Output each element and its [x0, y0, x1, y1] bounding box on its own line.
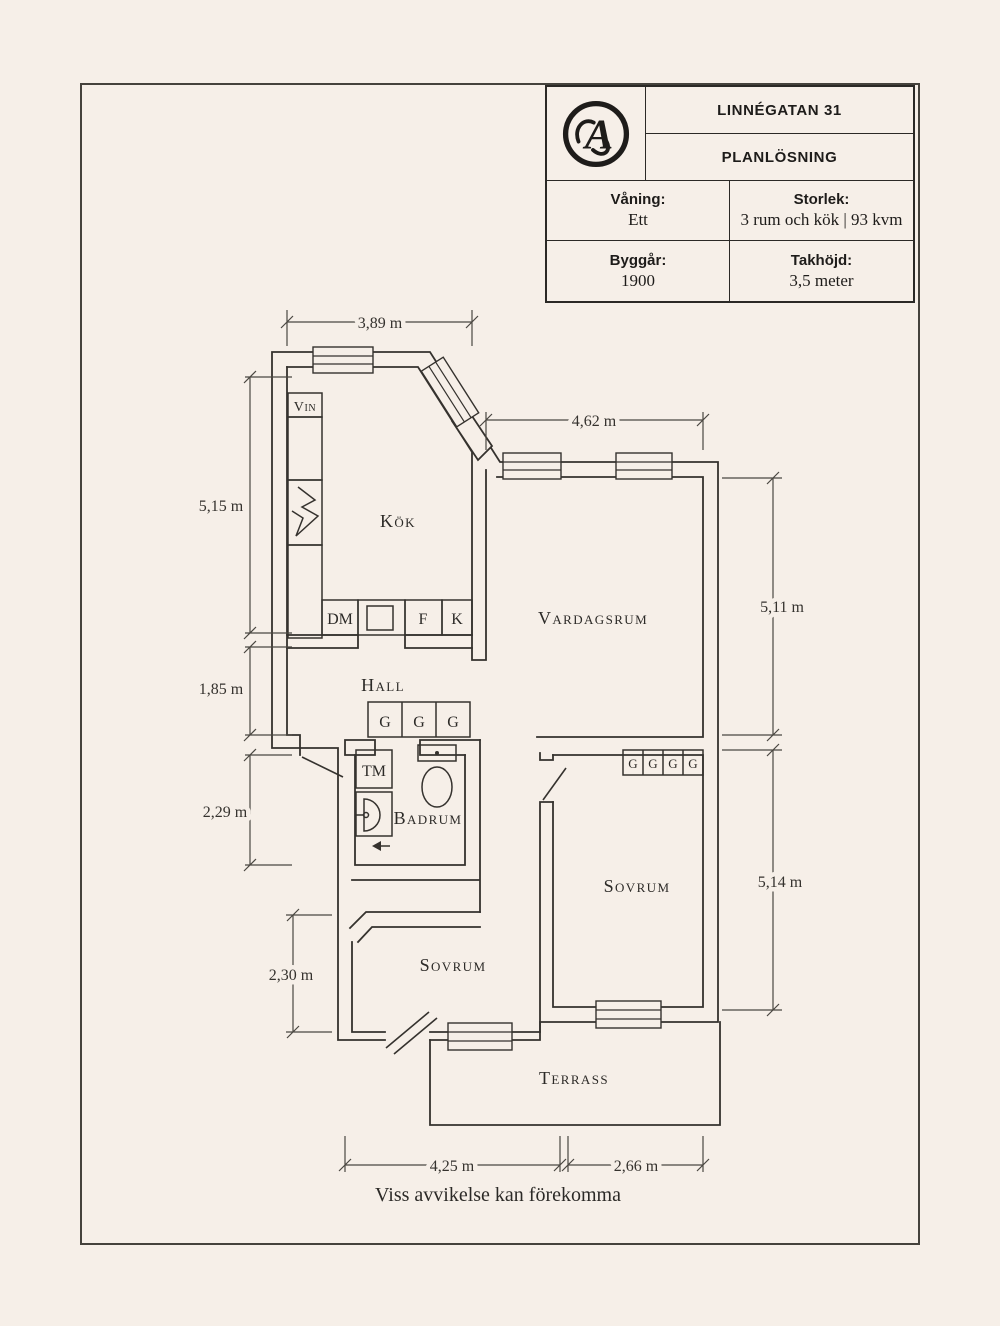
- terrace-door-leaf: [385, 1011, 438, 1055]
- room-label-hall: Hall: [361, 675, 405, 695]
- field-build-year: Byggår: 1900: [547, 241, 730, 301]
- dishwasher-label: DM: [327, 611, 353, 628]
- field-floor-value: Ett: [628, 210, 648, 229]
- window: [420, 356, 480, 428]
- room-label-terrace: Terrass: [539, 1068, 609, 1088]
- wardrobe-label: G: [628, 756, 637, 771]
- title-block-fields: Våning: Ett Storlek: 3 rum och kök | 93 …: [547, 181, 913, 301]
- entrance-door-leaf: [301, 756, 344, 778]
- window: [595, 1000, 662, 1029]
- window: [447, 1022, 513, 1051]
- toilet: [417, 744, 457, 808]
- fridge-box: [441, 599, 473, 636]
- broker-logo-monogram: A: [562, 100, 630, 167]
- page-border-frame: [80, 83, 920, 1245]
- room-labels: Kök Vardagsrum Hall Badrum Sovrum Sovrum…: [361, 511, 671, 1088]
- dimension-bedroom-left-side: 2,30 m: [264, 908, 332, 1039]
- sink-basin: [366, 605, 394, 631]
- dimension-label: 2,66 m: [614, 1158, 659, 1175]
- kitchen-cabinet: [287, 544, 323, 639]
- room-label-living-room: Vardagsrum: [538, 608, 648, 628]
- freezer-label: F: [419, 611, 428, 628]
- bedroom-right-door-leaf: [542, 767, 567, 801]
- dimension-bedroom-right-side: 5,14 m: [722, 743, 807, 1017]
- window: [615, 452, 673, 480]
- dimension-kitchen-top: 3,89 m: [280, 310, 479, 346]
- wardrobe-label: G: [447, 714, 459, 731]
- shower-valve-symbol: [372, 841, 390, 851]
- dimension-label: 3,89 m: [358, 315, 403, 332]
- windows: [312, 346, 673, 1051]
- doors: [301, 756, 567, 1055]
- dimension-label: 5,15 m: [199, 498, 244, 515]
- dimension-kitchen-left: 5,15 m: [194, 370, 292, 640]
- room-label-kitchen: Kök: [380, 511, 416, 531]
- stove-symbol: [291, 486, 320, 537]
- field-build-year-value: 1900: [621, 270, 655, 290]
- field-size-label: Storlek:: [793, 191, 850, 208]
- field-ceiling-height-value: 3,5 meter: [789, 270, 854, 290]
- field-ceiling-height: Takhöjd: 3,5 meter: [730, 241, 913, 301]
- dimension-label: 2,29 m: [203, 804, 248, 821]
- wardrobe-label: G: [648, 756, 657, 771]
- dimension-label: 4,25 m: [430, 1158, 475, 1175]
- broker-logo: A: [547, 87, 646, 180]
- property-address: LINNÉGATAN 31: [646, 87, 913, 134]
- wardrobe-label: G: [379, 714, 391, 731]
- field-size: Storlek: 3 rum och kök | 93 kvm: [730, 181, 913, 241]
- washing-machine-label: TM: [362, 763, 386, 780]
- document-type: PLANLÖSNING: [721, 148, 838, 166]
- wardrobe-label: G: [688, 756, 697, 771]
- field-floor-label: Våning:: [610, 191, 666, 208]
- wardrobe-label: G: [413, 714, 425, 731]
- dimension-terrace-bottom-left: 4,25 m: [338, 1136, 567, 1180]
- field-ceiling-height-label: Takhöjd:: [790, 251, 853, 269]
- washing-machine-box: [355, 749, 393, 789]
- bedroom-wardrobes: [622, 749, 704, 776]
- kitchen-cabinet: [287, 416, 323, 481]
- room-label-bathroom: Badrum: [394, 808, 463, 828]
- dimension-label: 2,30 m: [269, 967, 314, 984]
- title-block: A LINNÉGATAN 31 PLANLÖSNING Våning: Ett …: [545, 85, 915, 303]
- room-label-bedroom-right: Sovrum: [604, 876, 671, 896]
- fixture-labels: Vin DM F K TM G G G G G G G: [294, 400, 698, 780]
- dimension-label: 1,85 m: [199, 681, 244, 698]
- fridge-label: K: [451, 611, 463, 628]
- title-block-header: A LINNÉGATAN 31 PLANLÖSNING: [547, 87, 913, 181]
- dimension-terrace-bottom-right: 2,66 m: [561, 1136, 710, 1180]
- washbasin: [355, 791, 393, 837]
- walls: [271, 351, 721, 1126]
- dimension-label: 5,14 m: [758, 874, 803, 891]
- field-floor: Våning: Ett: [547, 181, 730, 241]
- dimension-living-room-top: 4,62 m: [479, 409, 710, 450]
- dimension-bathroom-left: 2,29 m: [198, 748, 292, 872]
- hall-wardrobes: [367, 701, 471, 738]
- field-size-value: 3 rum och kök | 93 kvm: [740, 210, 903, 229]
- wardrobe-label: G: [668, 756, 677, 771]
- room-label-bedroom-left: Sovrum: [420, 955, 487, 975]
- field-build-year-label: Byggår:: [609, 251, 667, 269]
- wine-storage-label: Vin: [294, 400, 316, 415]
- disclaimer-text: Viss avvikelse kan förekomma: [375, 1184, 621, 1206]
- dimension-label: 5,11 m: [760, 599, 804, 616]
- dimension-hall-left: 1,85 m: [194, 640, 292, 742]
- window: [502, 452, 562, 480]
- window: [312, 346, 374, 374]
- fixtures: [287, 392, 704, 851]
- dimension-label: 4,62 m: [572, 413, 617, 430]
- dimension-living-room-right: 5,11 m: [722, 471, 809, 742]
